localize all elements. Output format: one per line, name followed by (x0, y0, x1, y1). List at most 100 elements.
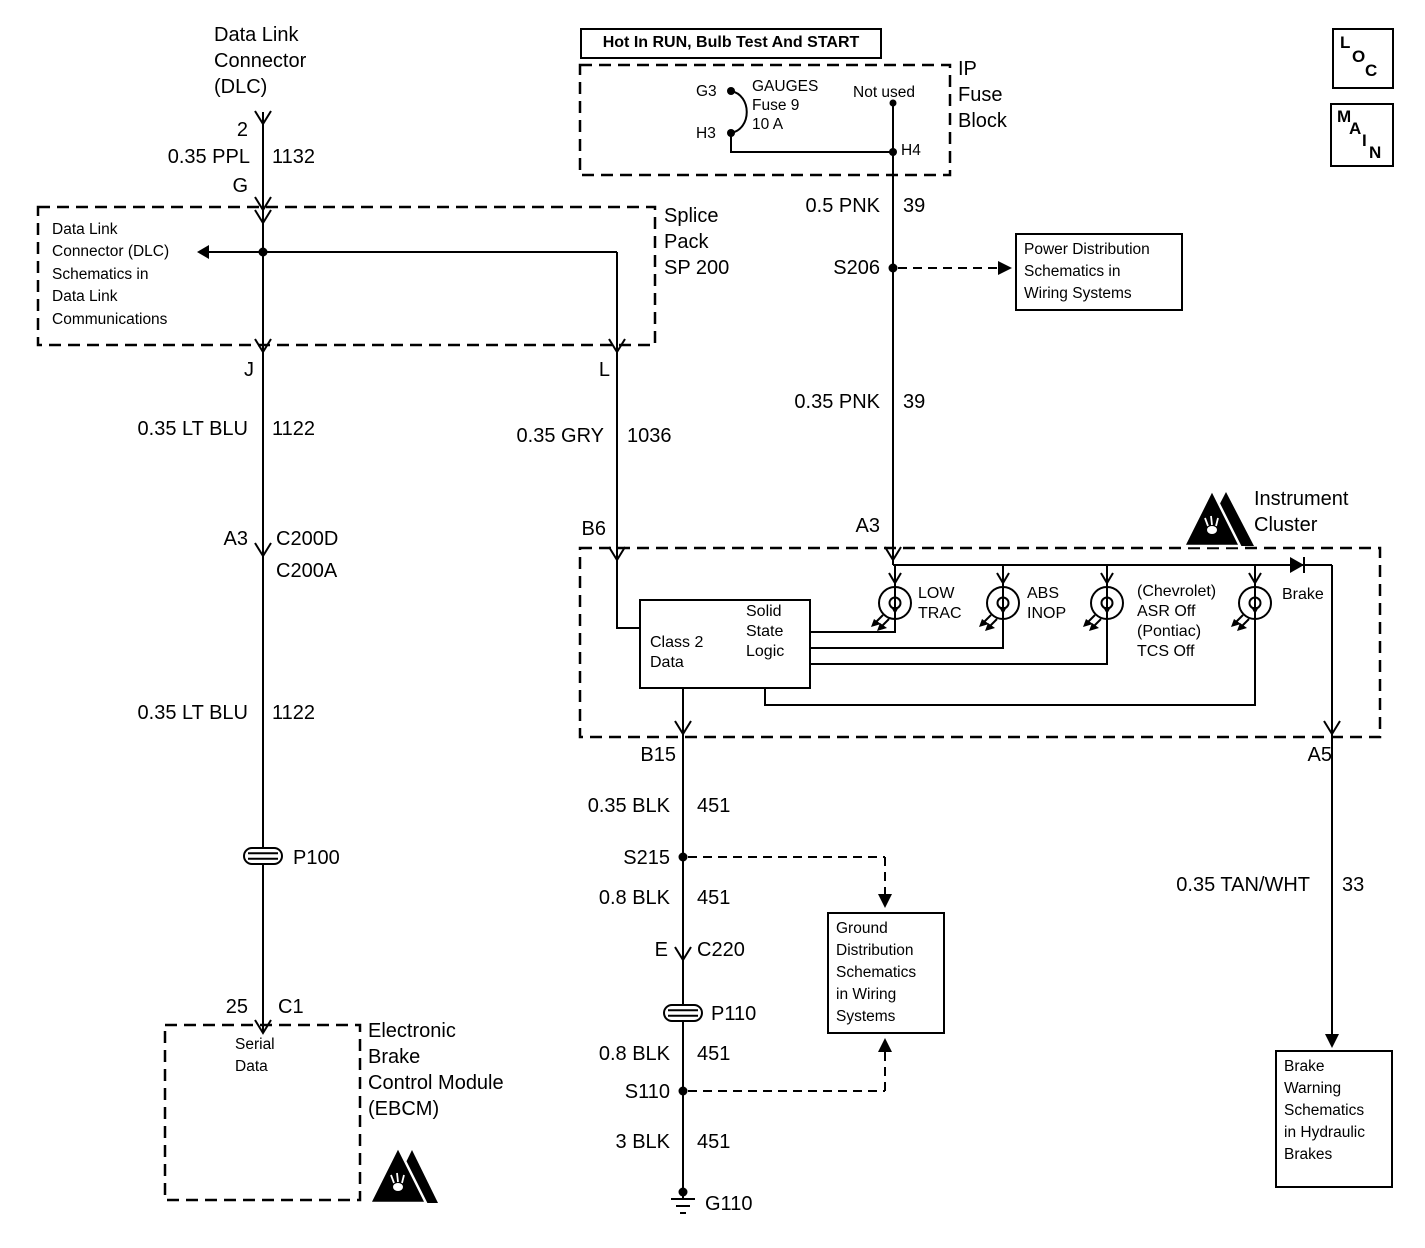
pin-e: E (654, 939, 668, 961)
low-trac-lamp-icon (870, 586, 912, 632)
splice-s215-label: S215 (623, 847, 670, 869)
asr-tcs-lamp-icon (1082, 586, 1124, 632)
loc-letter: C (1365, 61, 1378, 80)
diode-icon (1290, 557, 1305, 573)
wire-label-ltblu1: 0.35 LT BLU (137, 418, 248, 440)
lamp-label-low-trac: LOW TRAC (918, 585, 962, 622)
main-letter: A (1349, 119, 1362, 138)
splice-pack-wires (197, 245, 618, 548)
pin-j: J (244, 359, 254, 381)
brake-lamp-icon (1230, 586, 1272, 632)
pin-a5: A5 (1307, 744, 1332, 766)
dlc-pin-2: 2 (236, 119, 248, 141)
not-used-label: Not used (853, 84, 916, 101)
splice-pack-title: Splice Pack SP 200 (664, 205, 730, 279)
pin-a3-c200: A3 (223, 528, 248, 550)
connector-c220: C220 (697, 939, 745, 961)
ip-fuse-block-title: IP Fuse Block (958, 58, 1007, 132)
pin-a3-cluster: A3 (855, 515, 880, 537)
ip-fuse-block-dashed-box (578, 63, 952, 177)
splice-pack-dashed-box (36, 205, 657, 347)
class2-data-label: Class 2 Data (650, 634, 704, 671)
circuit-451b: 451 (697, 887, 731, 909)
wire-label-3blk: 3 BLK (615, 1131, 670, 1153)
circuit-1122a: 1122 (272, 418, 316, 440)
circuit-39a: 39 (903, 195, 926, 217)
wire-label-ltblu2: 0.35 LT BLU (137, 702, 248, 724)
splice-dot-icon (678, 1086, 688, 1096)
connector-c1: C1 (278, 996, 304, 1018)
fuse-name: GAUGES (752, 78, 819, 95)
s110-splice (678, 1038, 892, 1096)
fuse-rating: 10 A (752, 116, 784, 133)
s206-splice (888, 261, 1012, 275)
class2-logic-box (639, 599, 811, 689)
circuit-33: 33 (1342, 874, 1365, 896)
pin-25: 25 (225, 996, 248, 1018)
esd-warning-icon-ebcm (367, 1144, 438, 1205)
dlc-title: Data Link Connector (DLC) (214, 24, 307, 98)
circuit-1132: 1132 (272, 146, 316, 168)
pin-g3: G3 (696, 83, 717, 100)
circuit-451d: 451 (697, 1131, 731, 1153)
a5-brake-wire (1325, 737, 1339, 1048)
cluster-internal-wires (616, 548, 1333, 737)
circuit-451a: 451 (697, 795, 731, 817)
grommet-p100-label: P100 (293, 847, 340, 869)
pin-b15: B15 (640, 744, 676, 766)
pin-h3: H3 (696, 125, 716, 142)
wire-label-ppl: 0.35 PPL (167, 146, 250, 168)
splice-dot-icon (258, 247, 268, 257)
lamp-label-brake: Brake (1282, 586, 1324, 603)
p110-grommet-icon (663, 1004, 703, 1022)
main-letter: N (1369, 143, 1382, 162)
wire-label-08blk-a: 0.8 BLK (598, 887, 670, 909)
right-arrowhead-icon (998, 261, 1012, 275)
solid-state-logic-label: Solid State Logic (746, 603, 785, 660)
pin-h4: H4 (901, 142, 921, 159)
wire-label-05pnk: 0.5 PNK (805, 195, 880, 217)
circuit-1036: 1036 (627, 425, 672, 447)
power-distribution-ref-box: Power Distribution Schematics in Wiring … (1015, 233, 1183, 311)
ground-g110-label: G110 (705, 1193, 753, 1215)
main-letter: M (1337, 107, 1352, 126)
main-nav-box: M A I N (1330, 103, 1394, 167)
wire-label-08blk-b: 0.8 BLK (598, 1043, 670, 1065)
wire-label-gry: 0.35 GRY (516, 425, 604, 447)
left-arrowhead-icon (197, 245, 209, 259)
lamp-label-asr-tcs: (Chevrolet) ASR Off (Pontiac) TCS Off (1137, 583, 1217, 660)
g110-ground-icon (671, 1187, 695, 1214)
splice-pack-note: Data Link Connector (DLC) Schematics in … (52, 221, 170, 328)
instrument-cluster-title: Instrument Cluster (1254, 488, 1349, 536)
pin-b6: B6 (581, 518, 606, 540)
abs-inop-lamp-icon (978, 586, 1020, 632)
pin-l: L (598, 359, 610, 381)
ground-distribution-ref-box: Ground Distribution Schematics in Wiring… (827, 912, 945, 1034)
circuit-39b: 39 (903, 391, 926, 413)
fuse-icon (727, 87, 748, 137)
down-arrowhead-icon (878, 894, 892, 908)
s215-splice (678, 852, 892, 908)
wire-label-tanwht: 0.35 TAN/WHT (1176, 874, 1310, 896)
up-arrowhead-icon (878, 1038, 892, 1052)
wire-label-035pnk: 0.35 PNK (794, 391, 880, 413)
loc-letter: O (1352, 47, 1366, 66)
hot-in-run-banner: Hot In RUN, Bulb Test And START (580, 28, 882, 59)
connector-c200a: C200A (276, 560, 338, 582)
lamp-label-abs-inop: ABS INOP (1027, 585, 1067, 622)
serial-data-label: Serial Data (235, 1036, 275, 1076)
esd-warning-icon-cluster (1181, 487, 1254, 548)
down-arrowhead-icon (1325, 1034, 1339, 1048)
brake-warning-ref-box: Brake Warning Schematics in Hydraulic Br… (1275, 1050, 1393, 1188)
loc-nav-box: L O C (1332, 28, 1394, 89)
loc-letter: L (1340, 33, 1351, 52)
splice-dot-icon (678, 852, 688, 862)
instrument-cluster-dashed-box (578, 546, 1382, 739)
circuit-1122b: 1122 (272, 702, 316, 724)
dlc-pin-g: G (232, 175, 248, 197)
connector-c200d: C200D (276, 528, 339, 550)
splice-dot-icon (888, 263, 898, 273)
splice-s206-label: S206 (833, 257, 880, 279)
